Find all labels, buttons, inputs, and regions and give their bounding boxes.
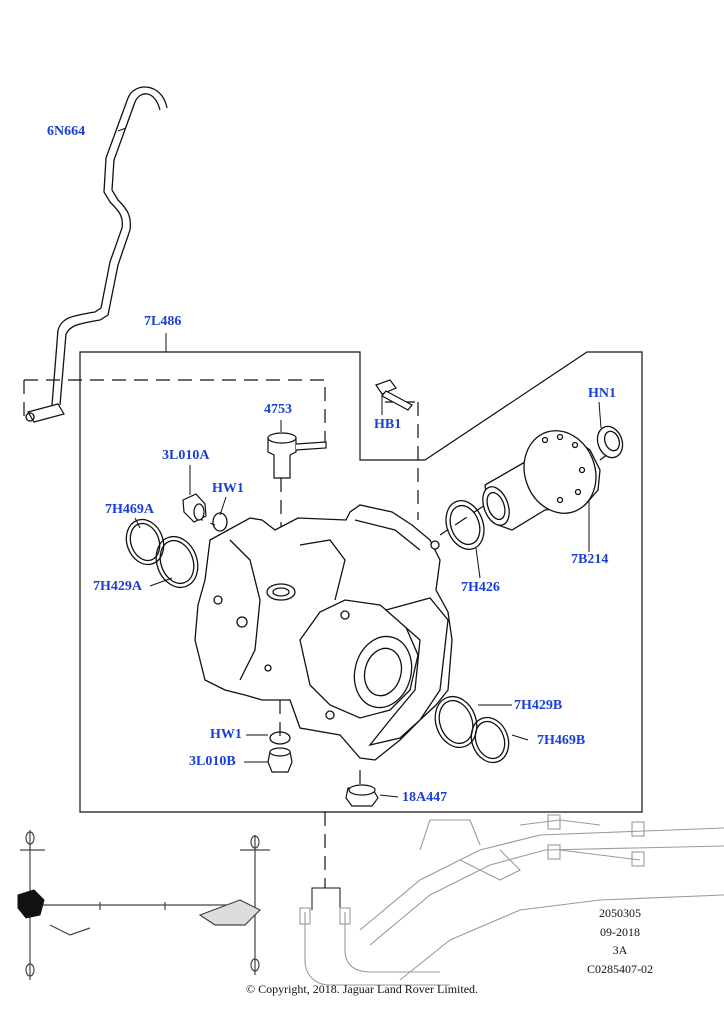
bolt-hb1[interactable]: [375, 379, 413, 411]
label-7h429b[interactable]: 7H429B: [514, 698, 563, 713]
drawing-number: 2050305: [599, 906, 641, 920]
plug-3l010a[interactable]: [182, 493, 207, 523]
flange-nut-hn1[interactable]: [593, 423, 626, 461]
label-7h469a[interactable]: 7H469A: [105, 502, 154, 517]
leader-lines: [117, 127, 602, 798]
mount-18a447[interactable]: [345, 784, 379, 807]
highlighted-unit: [17, 889, 45, 919]
label-7h469b[interactable]: 7H469B: [537, 733, 586, 748]
label-7h426[interactable]: 7H426: [461, 580, 500, 595]
label-7h429a[interactable]: 7H429A: [93, 579, 142, 594]
washer-hw1-upper[interactable]: [212, 512, 228, 532]
washer-hw1-lower[interactable]: [269, 731, 291, 745]
flange-7b214[interactable]: [478, 421, 607, 531]
sensor-4753[interactable]: [267, 432, 327, 479]
group-frame: [79, 351, 643, 813]
label-6n664[interactable]: 6N664: [47, 124, 86, 139]
breather-pipe[interactable]: [25, 86, 168, 423]
drawing-date: 09-2018: [600, 925, 640, 939]
label-7l486[interactable]: 7L486: [144, 314, 182, 329]
ghost-subframe: [299, 814, 724, 986]
label-4753[interactable]: 4753: [264, 402, 292, 417]
label-3l010a[interactable]: 3L010A: [162, 448, 210, 463]
drivetrain-overview: [20, 830, 270, 980]
drop-line: [311, 887, 341, 910]
label-hn1[interactable]: HN1: [588, 386, 616, 401]
drawing-revision: 3A: [612, 943, 628, 957]
label-hw1-upper[interactable]: HW1: [212, 481, 244, 496]
seal-7h469b[interactable]: [465, 712, 515, 768]
drawing-code: C0285407-02: [587, 962, 653, 976]
label-3l010b[interactable]: 3L010B: [189, 754, 236, 769]
label-7b214[interactable]: 7B214: [571, 552, 609, 567]
differential-housing[interactable]: [194, 504, 453, 761]
seal-7h469a[interactable]: [120, 514, 170, 570]
seal-7h426[interactable]: [440, 495, 491, 554]
label-hb1[interactable]: HB1: [374, 417, 402, 432]
label-hw1-lower[interactable]: HW1: [210, 727, 242, 742]
label-18a447[interactable]: 18A447: [402, 790, 448, 805]
ring-7h429a[interactable]: [149, 531, 204, 594]
copyright-notice: © Copyright, 2018. Jaguar Land Rover Lim…: [245, 982, 479, 996]
plug-3l010b[interactable]: [267, 747, 293, 773]
ring-7h429b[interactable]: [428, 691, 483, 754]
